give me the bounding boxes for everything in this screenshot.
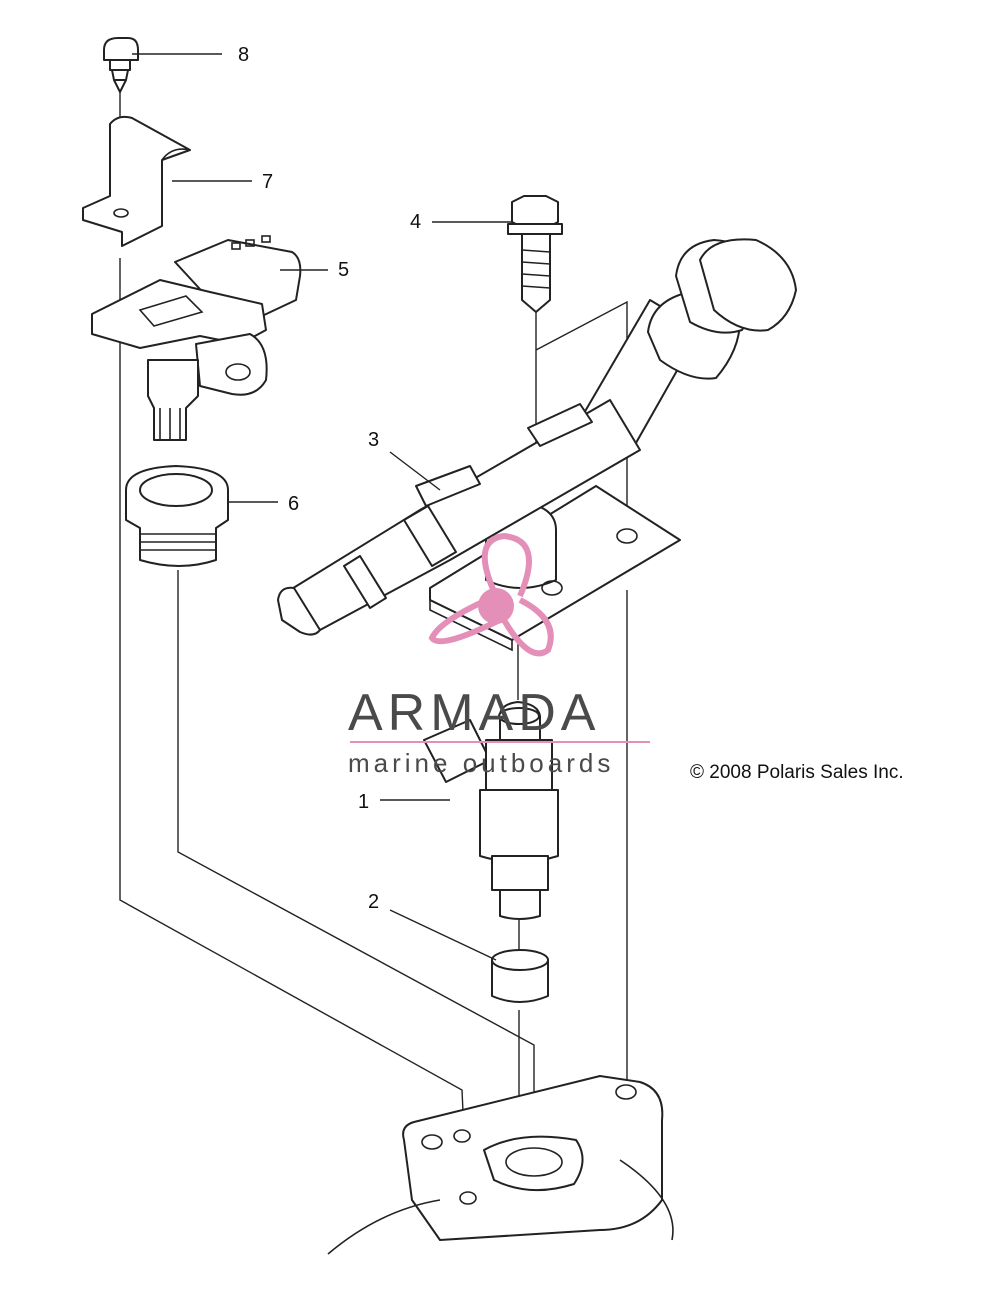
propeller-hub — [478, 588, 514, 624]
propeller-logo — [428, 532, 554, 657]
fuel-rail-part-3 — [277, 238, 797, 652]
callout-3: 3 — [368, 429, 379, 451]
callout-2: 2 — [368, 891, 379, 913]
callout-8: 8 — [238, 44, 249, 66]
watermark-title: ARMADA — [348, 684, 600, 742]
plug-part-6 — [125, 465, 229, 567]
callout-4: 4 — [410, 211, 421, 233]
sensor-part-5 — [91, 235, 302, 441]
bolt-part-4 — [507, 195, 563, 313]
callout-leaders — [132, 53, 512, 961]
seal-part-2 — [491, 949, 549, 1003]
bracket-part-7 — [82, 115, 191, 247]
callout-7: 7 — [262, 171, 273, 193]
armada-watermark: ARMADA marine outboards — [348, 532, 650, 778]
screw-part-8 — [103, 37, 139, 93]
watermark-subtitle: marine outboards — [348, 748, 614, 778]
callout-5: 5 — [338, 259, 349, 281]
copyright-text: © 2008 Polaris Sales Inc. — [690, 762, 904, 783]
injector-part-1 — [423, 701, 559, 920]
callout-labels: 8 7 5 6 4 3 1 2 — [238, 44, 421, 913]
callout-6: 6 — [288, 493, 299, 515]
callout-1: 1 — [358, 791, 369, 813]
intake-manifold — [327, 1075, 674, 1255]
